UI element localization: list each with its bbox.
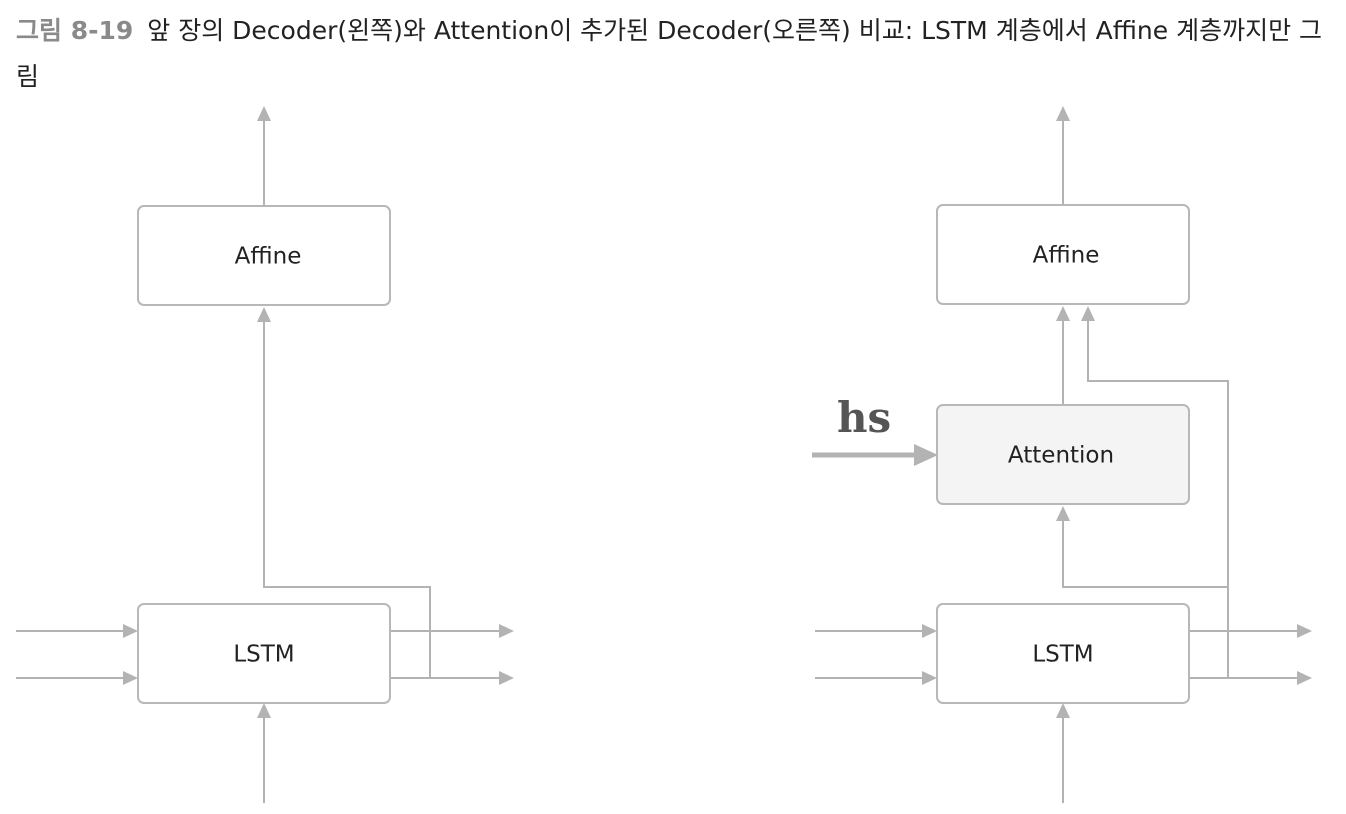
left-lstm-box: [137, 603, 391, 704]
right-lstm-to-affine-bypass-wire: [1087, 320, 1229, 587]
right-bypass-arrowhead: [1081, 306, 1095, 321]
right-attention-box: [936, 404, 1190, 505]
left-lstm-label: LSTM: [233, 642, 294, 668]
right-affine-label: Affine: [1033, 243, 1100, 269]
hs-label: hs: [837, 393, 891, 442]
left-lstm-to-affine-wire: [263, 322, 431, 679]
figure-caption-text: 앞 장의 Decoder(왼쪽)와 Attention이 추가된 Decoder…: [16, 16, 1323, 91]
right-attention-label: Attention: [1008, 443, 1114, 469]
right-c-in-arrowhead: [922, 671, 937, 685]
figure-label: 그림 8-19: [16, 16, 134, 45]
right-decoder: hs LSTM Attention Affine: [812, 106, 1312, 803]
right-input-arrowhead: [1056, 703, 1070, 718]
right-c-out-arrowhead: [1297, 671, 1312, 685]
left-c-in-arrowhead: [123, 671, 138, 685]
left-lstm-to-affine-arrowhead: [257, 307, 271, 322]
left-output-arrowhead: [257, 106, 271, 121]
left-c-out-arrowhead: [499, 671, 514, 685]
left-decoder: LSTM Affine: [16, 106, 514, 803]
right-h-out-arrowhead: [1297, 624, 1312, 638]
left-h-out-arrowhead: [499, 624, 514, 638]
right-lstm-to-attention-arrowhead: [1056, 506, 1070, 521]
right-output-arrowhead: [1056, 106, 1070, 121]
right-h-in-arrowhead: [922, 624, 937, 638]
right-lstm-label: LSTM: [1032, 642, 1093, 668]
right-lstm-box: [936, 603, 1190, 704]
left-h-in-arrowhead: [123, 624, 138, 638]
left-affine-label: Affine: [235, 244, 302, 270]
right-attention-to-affine-arrowhead: [1056, 306, 1070, 321]
left-input-arrowhead: [257, 703, 271, 718]
hs-input-arrowhead: [914, 444, 938, 466]
